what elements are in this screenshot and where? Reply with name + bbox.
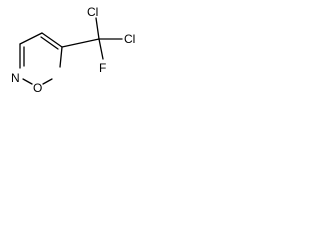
bond-c3-c4 (19, 32, 43, 45)
bond-o-n-left (22, 78, 33, 85)
atom-chlorine-right-label: Cl (124, 32, 135, 46)
atom-chlorine-top-label: Cl (87, 5, 98, 19)
bond-o-n-right (42, 78, 53, 85)
bond-c4-c5-inner (40, 36, 59, 50)
atom-oxygen-label: O (33, 81, 42, 95)
atom-nitrogen-label: N (11, 71, 20, 85)
bond-c4-c5-outer (41, 32, 63, 48)
bond-cx-cl-top (95, 17, 100, 40)
bond-c5-o (59, 46, 63, 68)
isoxazole-structure-diagram: N O Cl Cl F (11, 5, 135, 95)
bond-c5-cx (61, 38, 100, 48)
bond-cx-f (98, 38, 104, 60)
atom-fluorine-label: F (99, 61, 106, 75)
